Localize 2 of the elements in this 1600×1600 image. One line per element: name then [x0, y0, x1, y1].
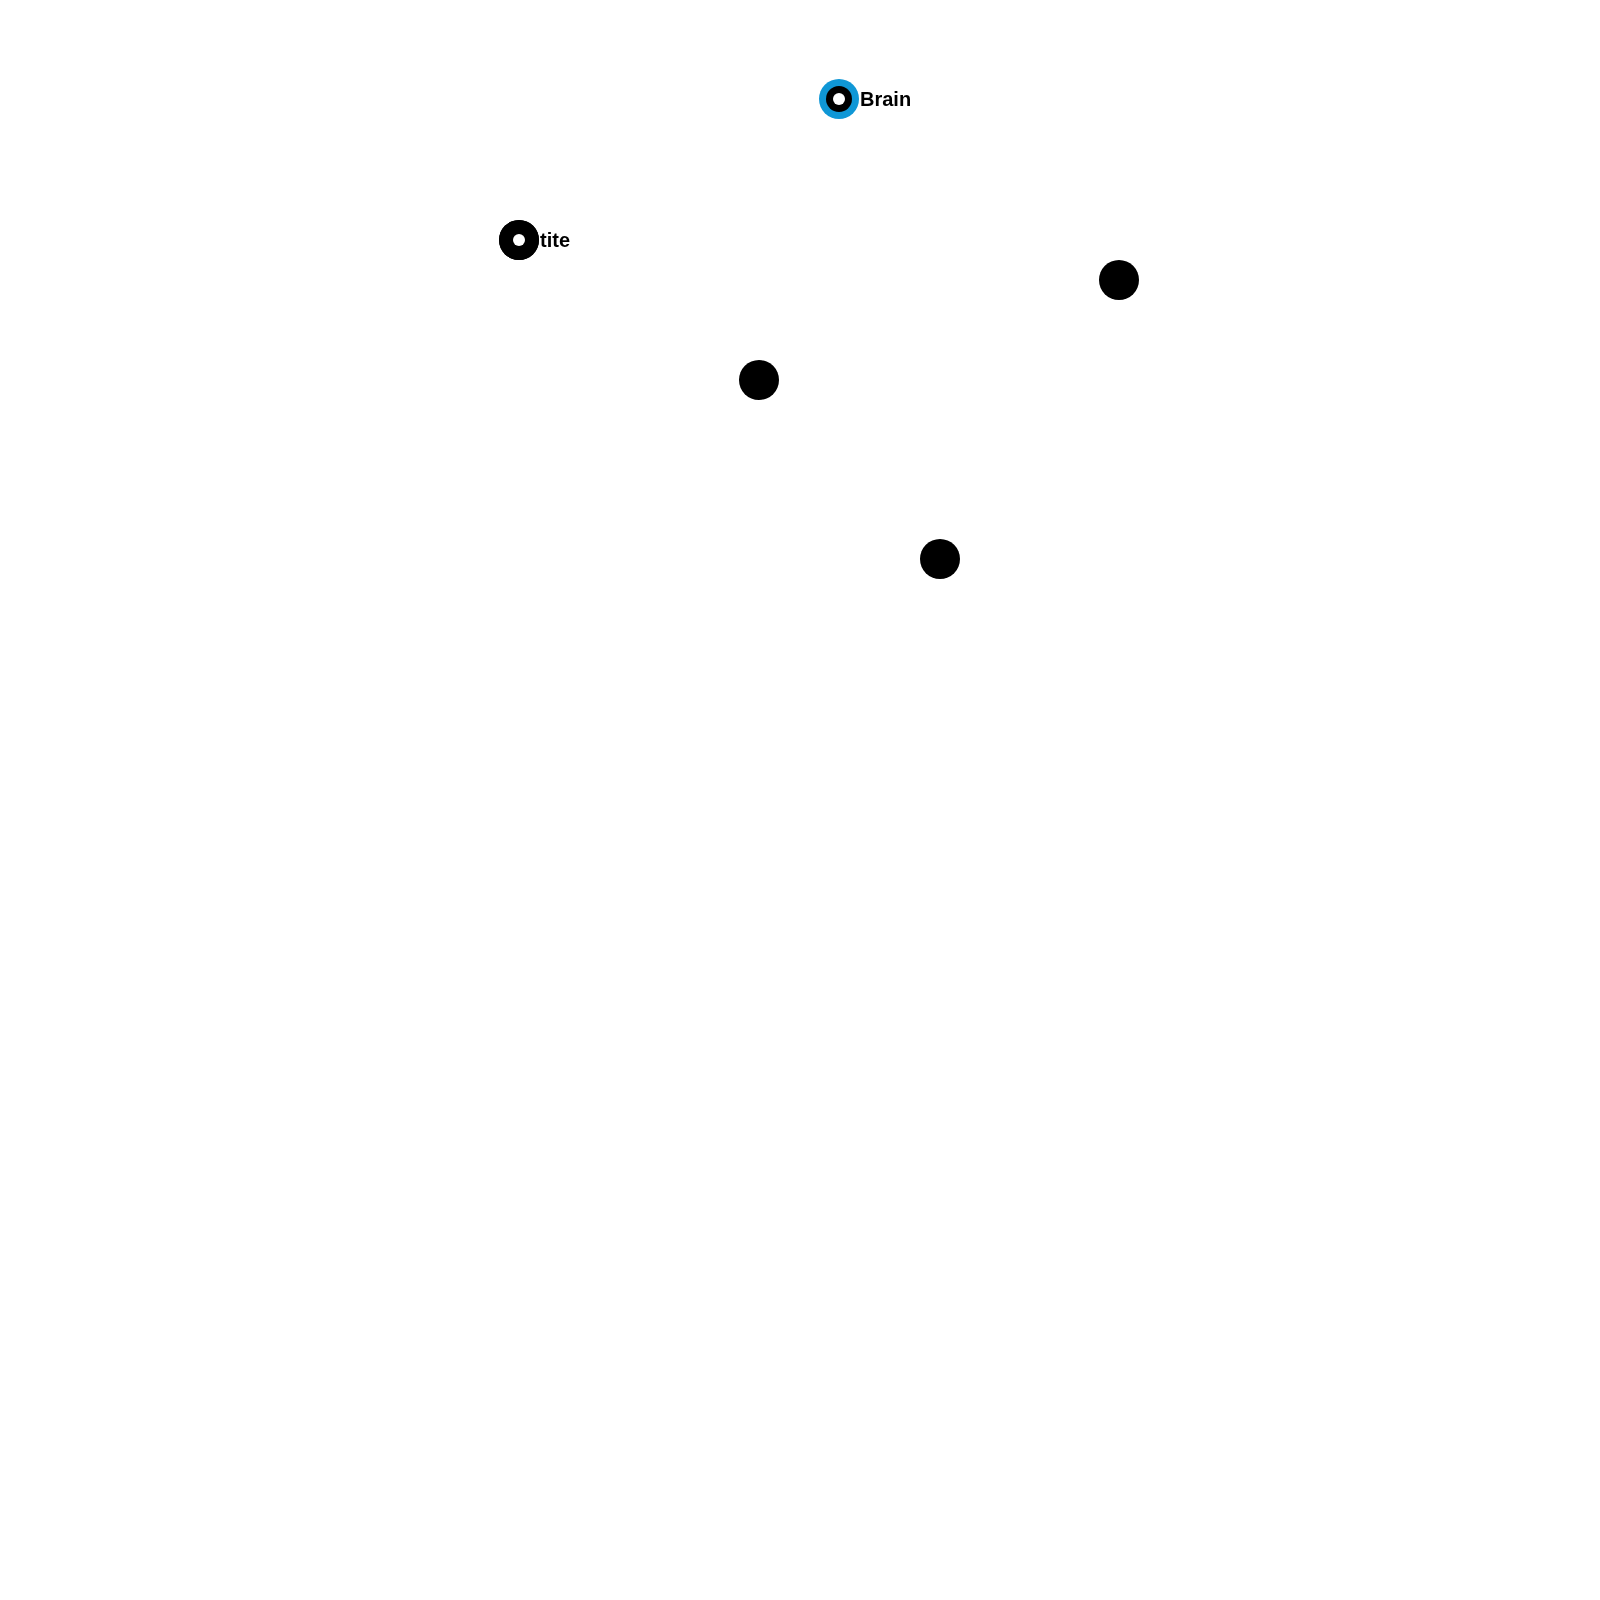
place-label: tite — [540, 230, 570, 250]
place-label: Brain — [860, 89, 912, 109]
